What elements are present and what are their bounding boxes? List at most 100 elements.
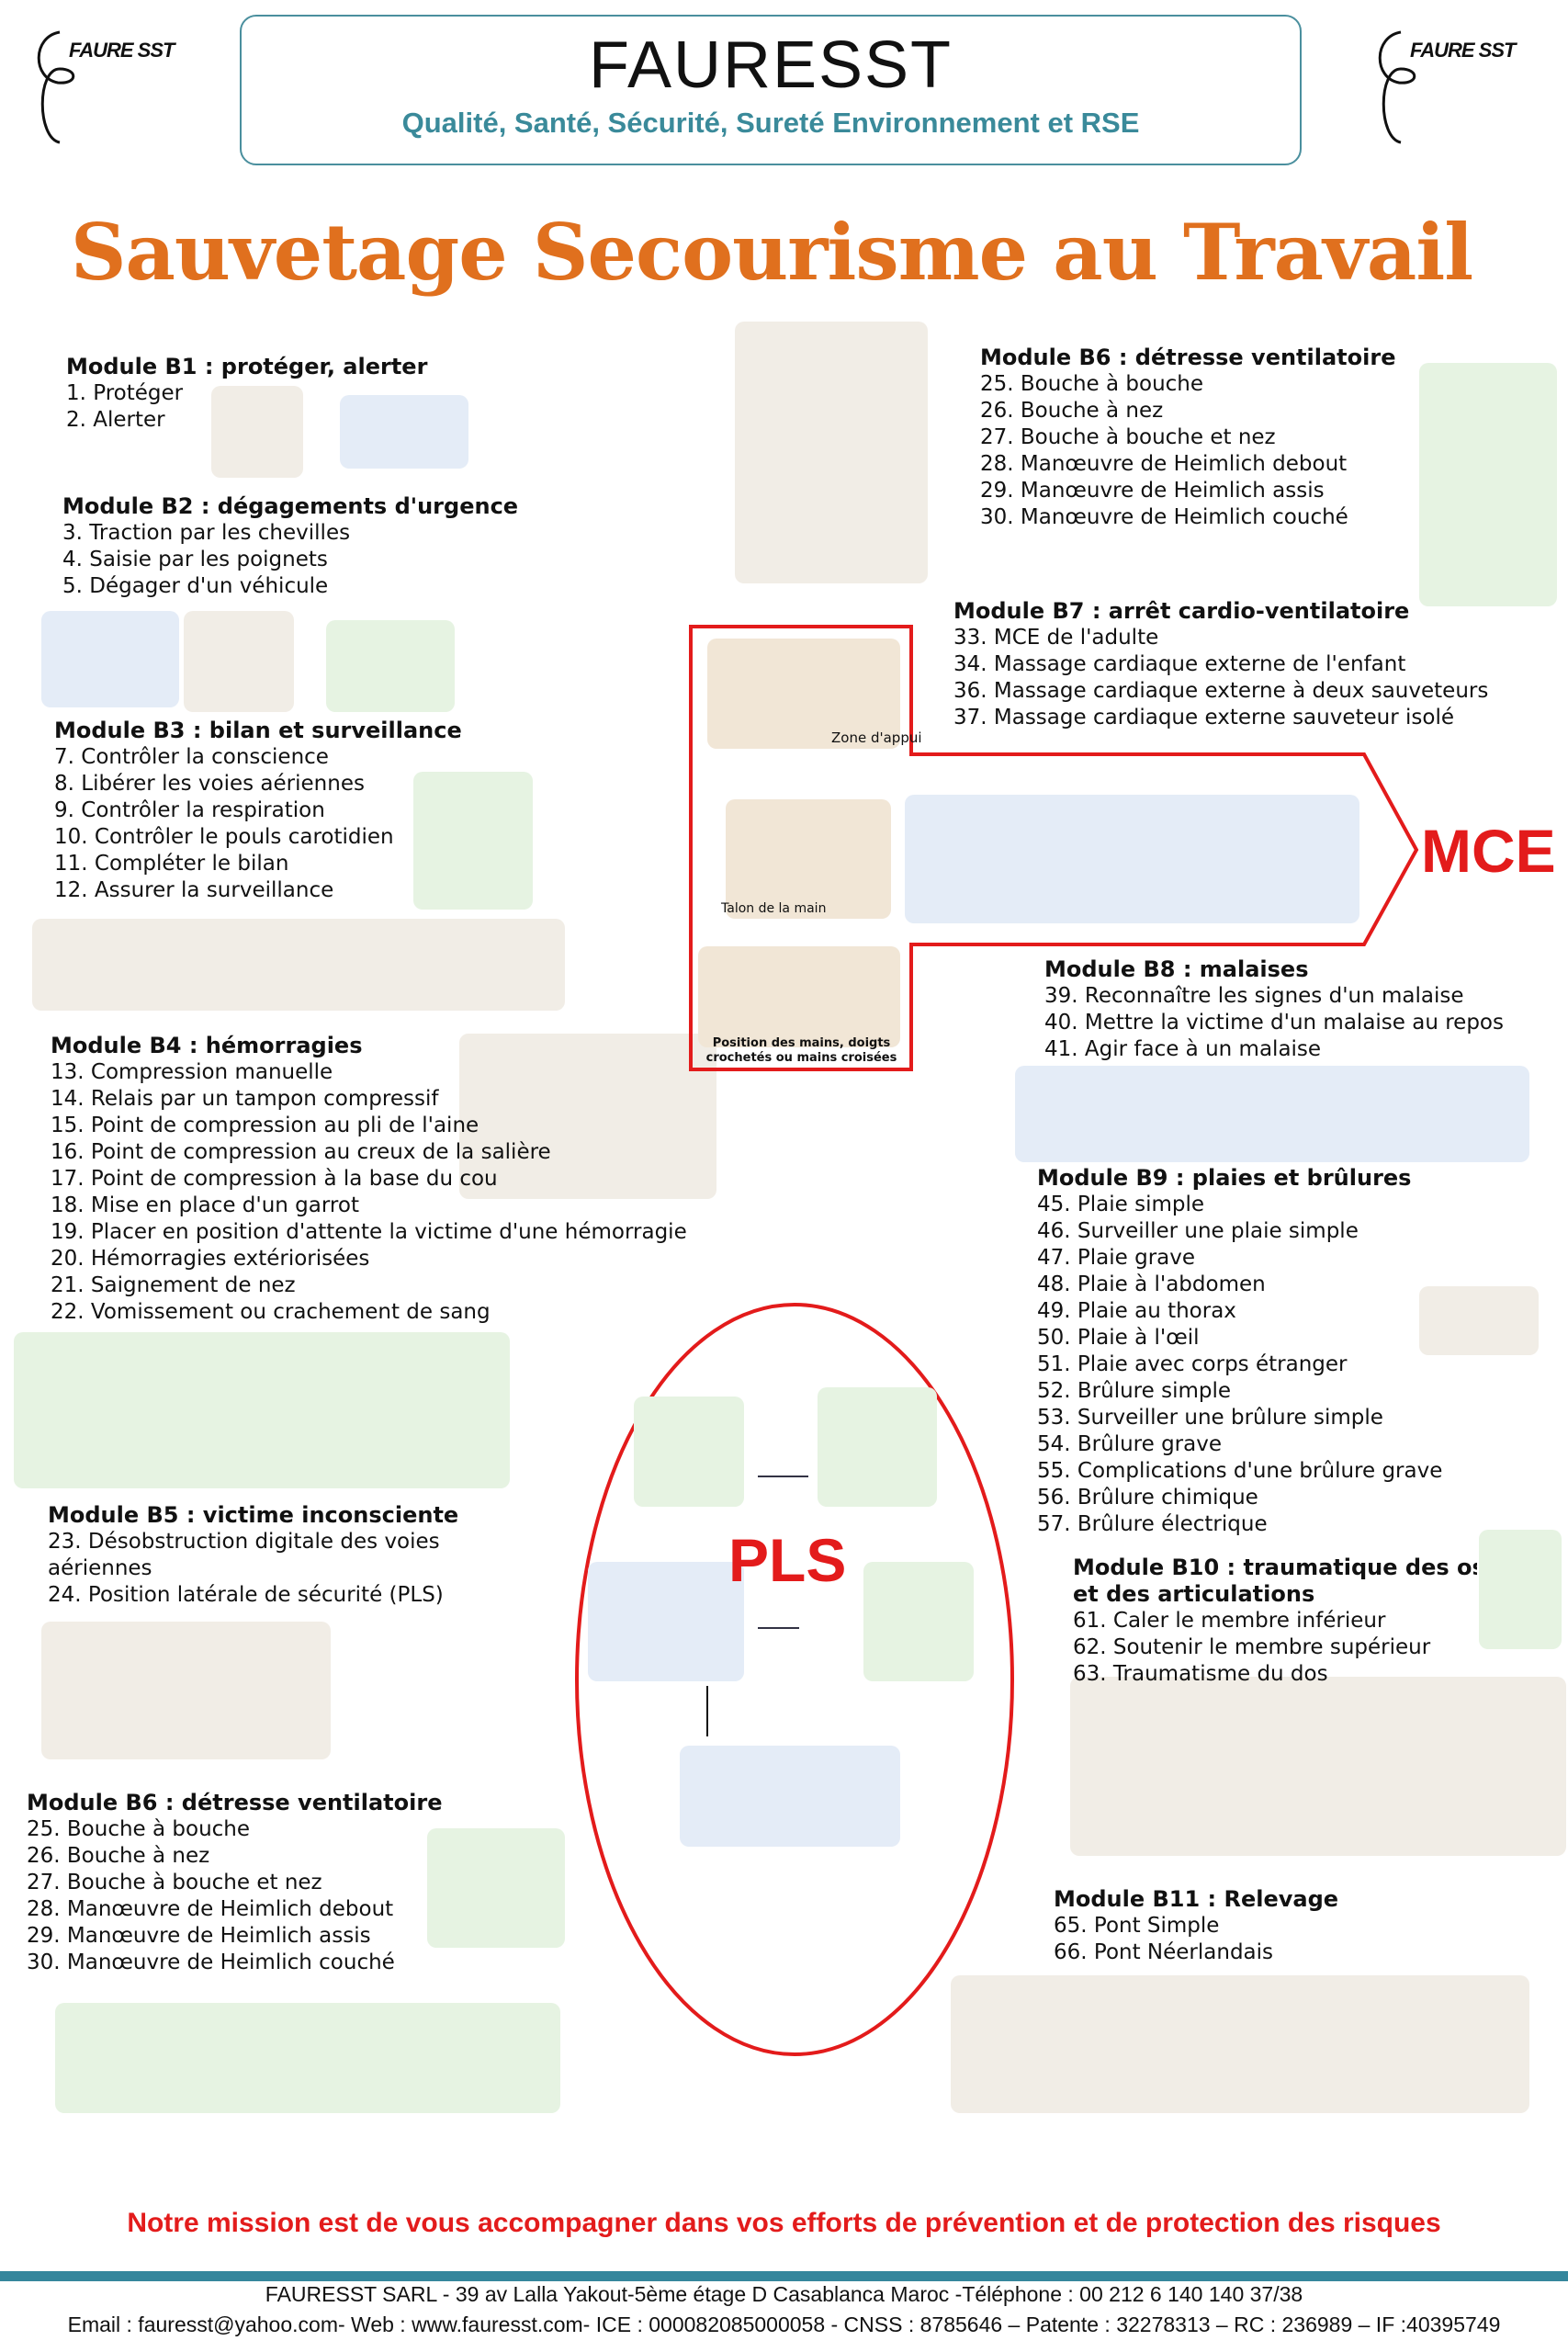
module-item: 3. Traction par les chevilles	[62, 521, 351, 545]
module-heading: Module B4 : hémorragies	[51, 1033, 363, 1058]
module-heading: Module B6 : détresse ventilatoire	[980, 345, 1396, 370]
module-item: aériennes	[48, 1556, 152, 1580]
illustration-alert	[340, 395, 468, 469]
module-item: 54. Brûlure grave	[1037, 1432, 1222, 1456]
module-item: 55. Complications d'une brûlure grave	[1037, 1459, 1443, 1483]
module-item: 2. Alerter	[66, 408, 165, 432]
module-item: 34. Massage cardiaque externe de l'enfan…	[953, 652, 1406, 676]
module-item: 47. Plaie grave	[1037, 1246, 1196, 1270]
module-item: 27. Bouche à bouche et nez	[980, 425, 1276, 449]
module-item: 51. Plaie avec corps étranger	[1037, 1352, 1348, 1376]
caption-talon: Talon de la main	[721, 901, 827, 916]
illustration-unconscious	[41, 1622, 331, 1759]
footer-divider	[0, 2271, 1568, 2281]
illustration-drag-ankles	[41, 611, 179, 707]
illustration-heimlich	[55, 2003, 560, 2113]
module-item: 36. Massage cardiaque externe à deux sau…	[953, 679, 1489, 703]
module-item: 37. Massage cardiaque externe sauveteur …	[953, 706, 1454, 729]
module-item: 48. Plaie à l'abdomen	[1037, 1272, 1266, 1296]
illustration-fracture	[1070, 1677, 1566, 1856]
illustration-stretcher	[951, 1975, 1529, 2113]
footer-contact: Email : fauresst@yahoo.com- Web : www.fa…	[67, 2312, 1501, 2336]
module-item: 14. Relais par un tampon compressif	[51, 1087, 439, 1111]
tagline: Qualité, Santé, Sécurité, Sureté Environ…	[401, 107, 1140, 139]
module-heading: Module B9 : plaies et brûlures	[1037, 1165, 1412, 1191]
module-item: 12. Assurer la surveillance	[54, 878, 334, 902]
module-item: 45. Plaie simple	[1037, 1193, 1205, 1216]
module-item: 25. Bouche à bouche	[27, 1817, 251, 1841]
module-heading: Module B10 : traumatique des os	[1073, 1555, 1477, 1580]
module-item: 1. Protéger	[66, 381, 184, 405]
illustration-cpr	[905, 795, 1359, 923]
module-item: 30. Manœuvre de Heimlich couché	[980, 505, 1348, 529]
module-item: 8. Libérer les voies aériennes	[54, 772, 365, 796]
module-item: 23. Désobstruction digitale des voies	[48, 1530, 440, 1554]
illustration-assessment	[413, 772, 533, 910]
module-item: 52. Brûlure simple	[1037, 1379, 1231, 1403]
illustration-heimlich-seated	[1419, 363, 1557, 606]
module-item: 57. Brûlure électrique	[1037, 1512, 1268, 1536]
illustration-haemorrhage	[14, 1332, 510, 1488]
module-heading: Module B3 : bilan et surveillance	[54, 718, 462, 743]
module-item: 25. Bouche à bouche	[980, 372, 1204, 396]
module-item: 61. Caler le membre inférieur	[1073, 1609, 1386, 1633]
module-heading: Module B6 : détresse ventilatoire	[27, 1790, 443, 1815]
illustration-malaise	[1015, 1066, 1529, 1162]
logo-left: FAURE SST	[32, 28, 197, 147]
module-item: 10. Contrôler le pouls carotidien	[54, 825, 394, 849]
brand-name: FAURESST	[588, 28, 953, 102]
illustration-drag-wrists	[184, 611, 294, 712]
module-item: 28. Manœuvre de Heimlich debout	[27, 1897, 394, 1921]
pls-label: PLS	[728, 1526, 847, 1594]
module-item: 62. Soutenir le membre supérieur	[1073, 1635, 1431, 1659]
footer-address: FAURESST SARL - 39 av Lalla Yakout-5ème …	[265, 2282, 1303, 2306]
module-heading: Module B2 : dégagements d'urgence	[62, 493, 519, 519]
module-item: 28. Manœuvre de Heimlich debout	[980, 452, 1348, 476]
module-item: 20. Hémorragies extériorisées	[51, 1247, 370, 1271]
module-item: 22. Vomissement ou crachement de sang	[51, 1300, 491, 1324]
module-item: 39. Reconnaître les signes d'un malaise	[1044, 984, 1464, 1008]
page-title: Sauvetage Secourisme au Travail	[70, 207, 1473, 298]
logo-right: FAURE SST	[1373, 28, 1539, 147]
module-item: 66. Pont Néerlandais	[1054, 1940, 1274, 1964]
module-item: 40. Mettre la victime d'un malaise au re…	[1044, 1011, 1504, 1035]
module-item: 15. Point de compression au pli de l'ain…	[51, 1114, 479, 1137]
module-heading: Module B11 : Relevage	[1054, 1886, 1339, 1912]
module-item: 50. Plaie à l'œil	[1037, 1326, 1200, 1350]
module-item: 49. Plaie au thorax	[1037, 1299, 1236, 1323]
module-item: 29. Manœuvre de Heimlich assis	[27, 1924, 371, 1948]
illustration-mouth-to-mouth	[427, 1828, 565, 1948]
module-item: 33. MCE de l'adulte	[953, 626, 1159, 650]
module-item: 26. Bouche à nez	[27, 1844, 210, 1868]
module-item: 41. Agir face à un malaise	[1044, 1037, 1322, 1061]
illustration-compression	[459, 1034, 716, 1199]
illustration-sling	[1479, 1530, 1562, 1649]
module-item: 27. Bouche à bouche et nez	[27, 1871, 322, 1894]
module-heading: Module B7 : arrêt cardio-ventilatoire	[953, 598, 1410, 624]
module-item: 17. Point de compression à la base du co…	[51, 1167, 498, 1191]
module-item: 65. Pont Simple	[1054, 1914, 1220, 1938]
module-item: 11. Compléter le bilan	[54, 852, 289, 876]
mce-label: MCE	[1421, 817, 1556, 885]
module-item: 53. Surveiller une brûlure simple	[1037, 1406, 1383, 1430]
module-item: 30. Manœuvre de Heimlich couché	[27, 1951, 395, 1974]
module-item: 21. Saignement de nez	[51, 1273, 296, 1297]
module-item: 4. Saisie par les poignets	[62, 548, 328, 571]
module-item: 63. Traumatisme du dos	[1073, 1662, 1328, 1686]
module-item: 5. Dégager d'un véhicule	[62, 574, 329, 598]
illustration-wound	[1419, 1286, 1539, 1355]
module-heading: Module B5 : victime inconsciente	[48, 1502, 459, 1528]
module-item: 19. Placer en position d'attente la vict…	[51, 1220, 687, 1244]
illustration-heimlich-standing	[735, 322, 928, 583]
